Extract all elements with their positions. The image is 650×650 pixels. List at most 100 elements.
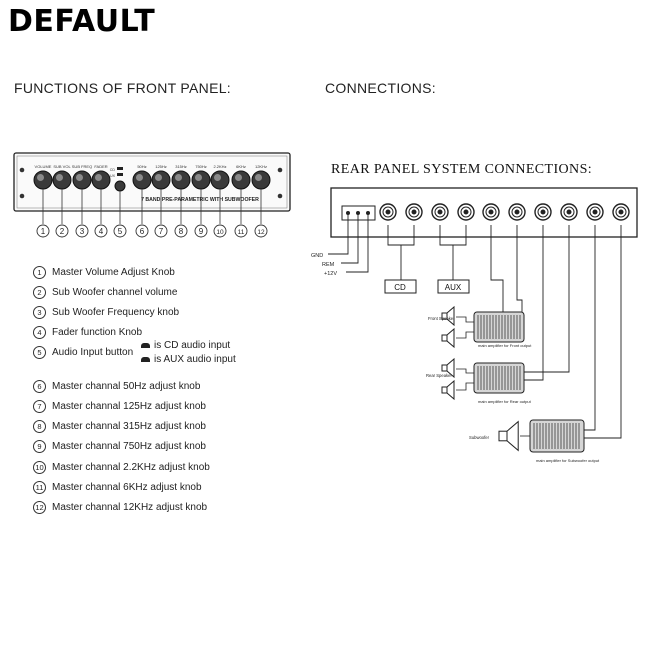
rca-jack-icon: [618, 209, 624, 215]
knob-icon: [72, 170, 92, 190]
knob-highlight: [56, 174, 63, 181]
knob-label: FADER: [94, 164, 107, 169]
panel-screw-icon: [277, 193, 283, 199]
audio-input-note-text: is CD audio input: [154, 340, 231, 351]
cd-box-label: CD: [394, 283, 406, 292]
speaker-icon: [441, 379, 455, 401]
knob-label: SUB VOL: [53, 164, 71, 169]
rca-jack-icon: [437, 209, 443, 215]
callout-number: 4: [99, 227, 104, 236]
speaker-icon: [498, 420, 519, 452]
rca-jack-icon: [540, 209, 546, 215]
knob-label: VOLUME: [35, 164, 52, 169]
callout-circle: [213, 224, 227, 238]
rear-speaker-label: Rear Speaker: [426, 373, 452, 378]
legend-text: Master channal 750Hz adjust knob: [52, 441, 206, 452]
callout-number: 5: [118, 227, 123, 236]
callout-circle: [94, 224, 108, 238]
speaker-icon: [441, 305, 455, 327]
knob-highlight: [136, 174, 143, 181]
input-button-icon: [114, 180, 126, 192]
legend-item: 9 Master channal 750Hz adjust knob: [33, 440, 206, 453]
amplifier-rear: main amplifier for Rear output: [473, 362, 532, 404]
knob-icon: [231, 170, 251, 190]
amp-rear-caption: main amplifier for Rear output: [478, 399, 532, 404]
knob-label: 50Hz: [137, 164, 146, 169]
rca-jack-icon: [592, 209, 598, 215]
rca-jack-icon: [488, 209, 494, 215]
callout-number: 3: [80, 227, 85, 236]
cd-box: [384, 279, 417, 294]
front-panel-heading: FUNCTIONS OF FRONT PANEL:: [14, 80, 231, 96]
knob-icon: [171, 170, 191, 190]
knob-highlight: [155, 174, 162, 181]
legend-item: 7 Master channal 125Hz adjust knob: [33, 400, 206, 413]
knob-highlight: [214, 174, 221, 181]
knob-highlight: [76, 174, 83, 181]
knob-label: 6KHz: [236, 164, 246, 169]
switch-label-aux: AUX: [108, 174, 116, 178]
knob-label: 12KHz: [255, 164, 267, 169]
amp-front-caption: main amplifier for Front output: [478, 343, 532, 348]
rca-jack-icon: [385, 209, 391, 215]
legend-number: 12: [33, 501, 46, 514]
aux-box-label: AUX: [445, 283, 462, 292]
switch-label-cd: CD: [110, 168, 116, 172]
panel-screw-icon: [277, 167, 283, 173]
callout-number: 9: [199, 227, 204, 236]
knob-label: 315Hz: [175, 164, 187, 169]
knob-icon: [251, 170, 271, 190]
gnd-label: GND: [311, 253, 323, 259]
legend-number: 4: [33, 326, 46, 339]
panel-model-text: 7 BAND PRE-PARAMETRIC WITH SUBWOOFER: [141, 197, 259, 203]
rca-jack-icon: [463, 209, 469, 215]
callout-number: 8: [179, 227, 184, 236]
callout-number: 11: [238, 229, 245, 236]
callout-circle: [55, 224, 69, 238]
legend-number: 6: [33, 380, 46, 393]
subwoofer-label: Subwoofer: [469, 435, 490, 440]
knob-icon: [132, 170, 152, 190]
callout-circle: [194, 224, 208, 238]
callout-circle: [154, 224, 168, 238]
callout-circle: [135, 224, 149, 238]
legend-number: 5: [33, 346, 46, 359]
legend-number: 8: [33, 420, 46, 433]
callout-number: 10: [216, 229, 224, 236]
legend-text: Master channal 125Hz adjust knob: [52, 401, 206, 412]
brand-title: DEFAULT: [8, 4, 156, 39]
panel-screw-icon: [19, 193, 25, 199]
legend-number: 1: [33, 266, 46, 279]
knob-icon: [210, 170, 230, 190]
knob-label: SUB FREQ: [72, 164, 92, 169]
knob-highlight: [95, 174, 102, 181]
aux-switch-icon: [117, 173, 123, 176]
legend-text: Sub Woofer channel volume: [52, 287, 178, 298]
knob-icon: [191, 170, 211, 190]
speaker-icon: [441, 357, 455, 379]
callout-number: 2: [60, 227, 65, 236]
callout-number: 6: [140, 227, 145, 236]
connections-heading: CONNECTIONS:: [325, 80, 436, 96]
rca-jack-icon: [411, 209, 417, 215]
rear-panel: [330, 187, 638, 238]
legend-number: 7: [33, 400, 46, 413]
amp-sub-caption: main amplifier for Subwoofer output: [536, 458, 600, 463]
speaker-icon: [441, 327, 455, 349]
rca-jack-icon: [514, 209, 520, 215]
legend-text: Master channal 12KHz adjust knob: [52, 502, 208, 513]
callout-circle: [174, 224, 188, 238]
amplifier-front: main amplifier for Front output: [473, 311, 532, 348]
audio-input-note-text: is AUX audio input: [154, 354, 236, 365]
knob-highlight: [255, 174, 262, 181]
output-wires: [490, 225, 622, 439]
legend-number: 9: [33, 440, 46, 453]
callout-circle: [234, 224, 248, 238]
knob-highlight: [175, 174, 182, 181]
